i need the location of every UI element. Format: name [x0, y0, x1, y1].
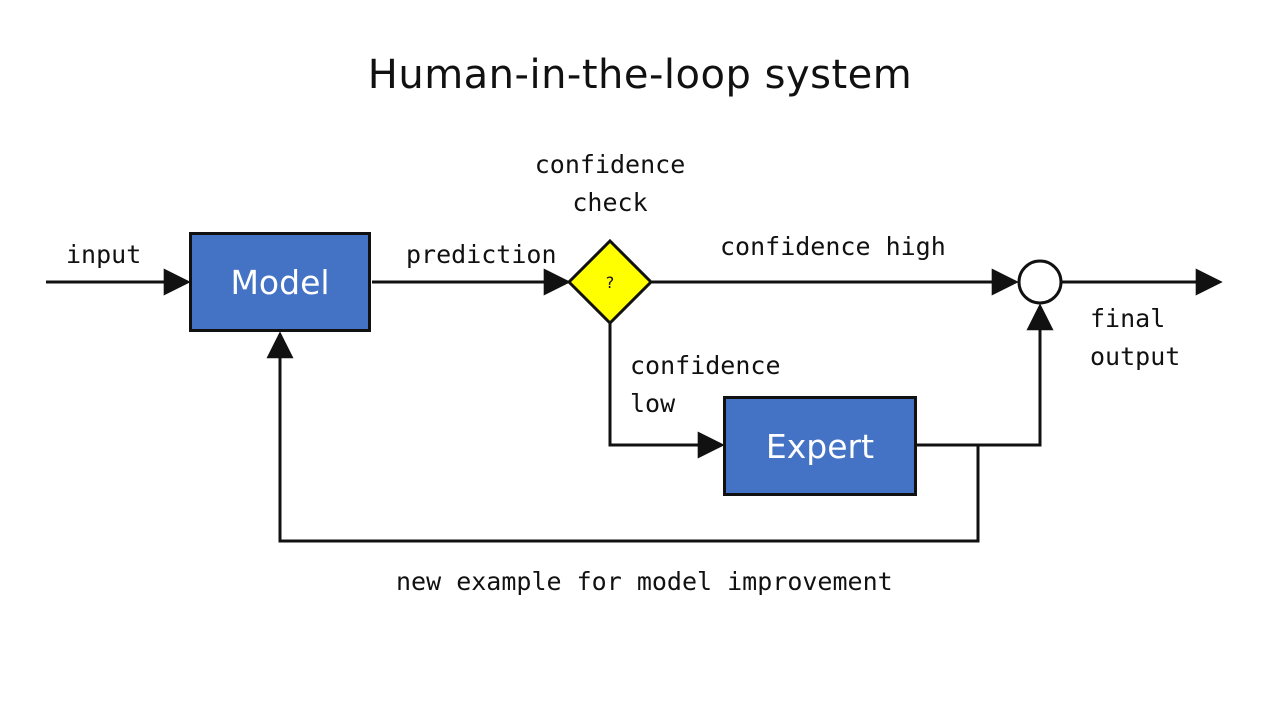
- feedback-loop-arrow: [266, 331, 980, 543]
- confidence-check-label: confidence check: [530, 146, 690, 222]
- final-output-line1: final: [1090, 304, 1166, 333]
- diagram-title: Human-in-the-loop system: [367, 52, 913, 98]
- input-label: input: [66, 240, 142, 269]
- expert-to-junction-arrow: [917, 303, 1054, 447]
- decision-symbol: ?: [606, 273, 615, 292]
- expert-box: Expert: [723, 396, 917, 496]
- expert-label: Expert: [765, 426, 875, 466]
- confidence-low-line1: confidence: [630, 351, 781, 380]
- confidence-high-label: confidence high: [720, 232, 946, 261]
- model-box: Model: [189, 232, 371, 332]
- final-output-label: final output: [1090, 300, 1180, 376]
- confidence-low-arrow: [608, 322, 725, 459]
- confidence-low-label: confidence low: [630, 347, 781, 423]
- confidence-low-line2: low: [630, 389, 676, 418]
- feedback-label: new example for model improvement: [396, 567, 893, 596]
- final-output-line2: output: [1090, 342, 1181, 371]
- confidence-check-diamond: [566, 238, 654, 326]
- prediction-label: prediction: [406, 240, 557, 269]
- model-label: Model: [230, 262, 330, 302]
- confidence-check-line1: confidence: [534, 150, 686, 179]
- output-junction: [1017, 259, 1063, 305]
- confidence-check-line2: check: [572, 188, 648, 217]
